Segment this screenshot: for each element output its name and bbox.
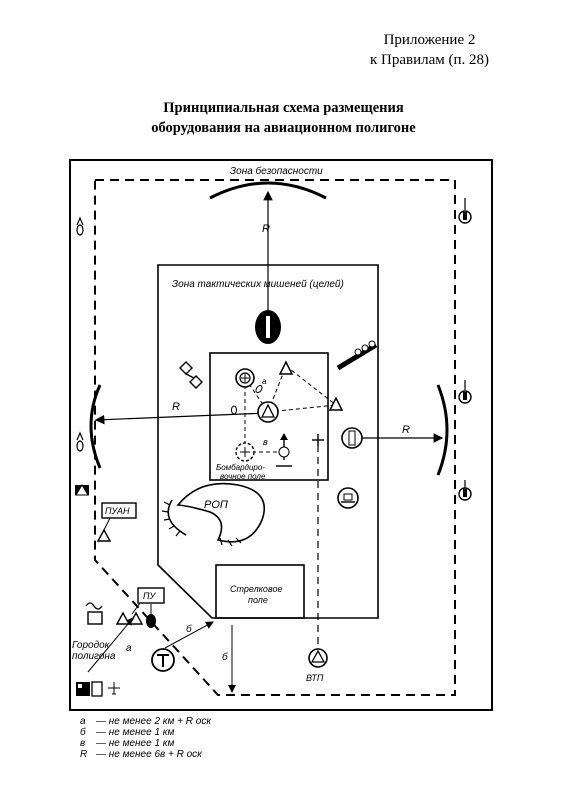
appendix-rule-ref: к Правилам (п. 28) xyxy=(369,52,489,68)
legend: а — не менее 2 км + R оск б — не менее 1… xyxy=(80,716,211,760)
pu-triangle-icon xyxy=(128,611,144,625)
pu-label: ПУ xyxy=(143,591,157,601)
vehicle-column-icon xyxy=(336,340,378,371)
target-oval-icon xyxy=(255,310,281,344)
dog-kennel-icon xyxy=(85,602,103,610)
bombing-field-label-1: Бомбардиро- xyxy=(216,463,265,472)
circled-triangle-icon xyxy=(257,401,279,423)
boundary-triangle-icon xyxy=(75,484,89,496)
safety-arc-left xyxy=(89,384,102,469)
vtp-label: ВТП xyxy=(306,673,324,683)
rhombus-targets-icon xyxy=(179,361,203,389)
distance-a-label: а xyxy=(126,643,132,654)
legend-key: R xyxy=(80,749,88,760)
legend-key: в xyxy=(80,738,86,749)
antenna-icon xyxy=(276,433,292,467)
safety-zone-label: Зона безопасности xyxy=(230,165,323,177)
town-label-1: Городок xyxy=(72,640,111,651)
radius-label-top: R xyxy=(262,223,270,235)
radius-arrow-left xyxy=(94,412,269,425)
beacon-marker-icon xyxy=(458,480,472,501)
beacon-marker-icon xyxy=(458,380,472,404)
triangle-target-icon xyxy=(278,360,294,375)
legend-text: — не менее 2 км + R оск xyxy=(96,716,212,727)
distance-a-arrow xyxy=(87,617,134,673)
legend-row: б — не менее 1 км xyxy=(80,727,211,738)
shooting-field-label-1: Стрелковое xyxy=(230,584,282,594)
vtp-tower-icon xyxy=(308,648,328,668)
distance-b-arrow-diagonal xyxy=(164,621,214,649)
t-marker-icon xyxy=(151,648,175,672)
legend-row: R — не менее 6в + R оск xyxy=(80,749,211,760)
page-title: Принципиальная схема размещения оборудов… xyxy=(0,98,567,138)
tactical-zone-label: Зона тактических мишеней (целей) xyxy=(172,279,344,290)
radius-label-left: R xyxy=(172,401,180,413)
appendix-reference: Приложение 2 к Правилам (п. 28) xyxy=(370,30,489,70)
safety-arc-right xyxy=(436,384,449,476)
rop-circuit-icon xyxy=(161,482,266,547)
distance-b-label-vertical: б xyxy=(222,651,228,663)
radius-label-right: R xyxy=(402,424,410,436)
distance-a-small-label: а xyxy=(262,377,267,386)
legend-key: б xyxy=(80,727,86,738)
pu-triangle-icon xyxy=(115,611,131,625)
legend-row: а — не менее 2 км + R оск xyxy=(80,716,211,727)
pu-post-box xyxy=(137,587,165,604)
triangle-target-icon xyxy=(328,396,344,411)
title-line-2: оборудования на авиационном полигоне xyxy=(151,120,416,136)
beacon-marker-icon xyxy=(76,431,84,452)
dashed-circle-plus-icon xyxy=(235,442,255,462)
puan-triangle-icon xyxy=(96,528,112,542)
appendix-number: Приложение 2 xyxy=(383,32,476,48)
kennel-box-icon xyxy=(87,611,103,625)
shooting-field xyxy=(215,564,305,619)
distance-b-label-diagonal: б xyxy=(186,623,192,635)
range-outer-boundary xyxy=(69,159,493,711)
puan-label: ПУАН xyxy=(105,506,130,516)
shooting-field-label-2: поле xyxy=(248,595,268,605)
beacon-marker-icon xyxy=(458,198,472,224)
rop-label: РОП xyxy=(204,499,228,511)
bombing-field xyxy=(209,352,329,481)
safety-zone-boundary xyxy=(94,179,456,696)
title-line-1: Принципиальная схема размещения xyxy=(163,100,404,116)
legend-row: в — не менее 1 км xyxy=(80,738,211,749)
town-buildings-icon xyxy=(76,681,120,697)
legend-text: — не менее 1 км xyxy=(96,738,175,749)
beacon-marker-icon xyxy=(76,216,84,236)
puan-post-box xyxy=(101,502,137,519)
distance-v-small-label: в xyxy=(263,437,268,447)
circle-tank-target-icon xyxy=(337,487,359,509)
bombing-field-label-2: вочное поле xyxy=(220,472,266,481)
town-label-2: полигона xyxy=(72,651,116,662)
cross-marker-icon xyxy=(312,434,324,446)
legend-text: — не менее 1 км xyxy=(96,727,175,738)
safety-arc-top xyxy=(209,181,327,200)
circle-cross-target-icon xyxy=(235,368,255,388)
legend-key: а xyxy=(80,716,86,727)
circle-bar-target-icon xyxy=(341,427,363,449)
legend-text: — не менее 6в + R оск xyxy=(96,749,202,760)
searchlight-icon xyxy=(146,604,156,628)
